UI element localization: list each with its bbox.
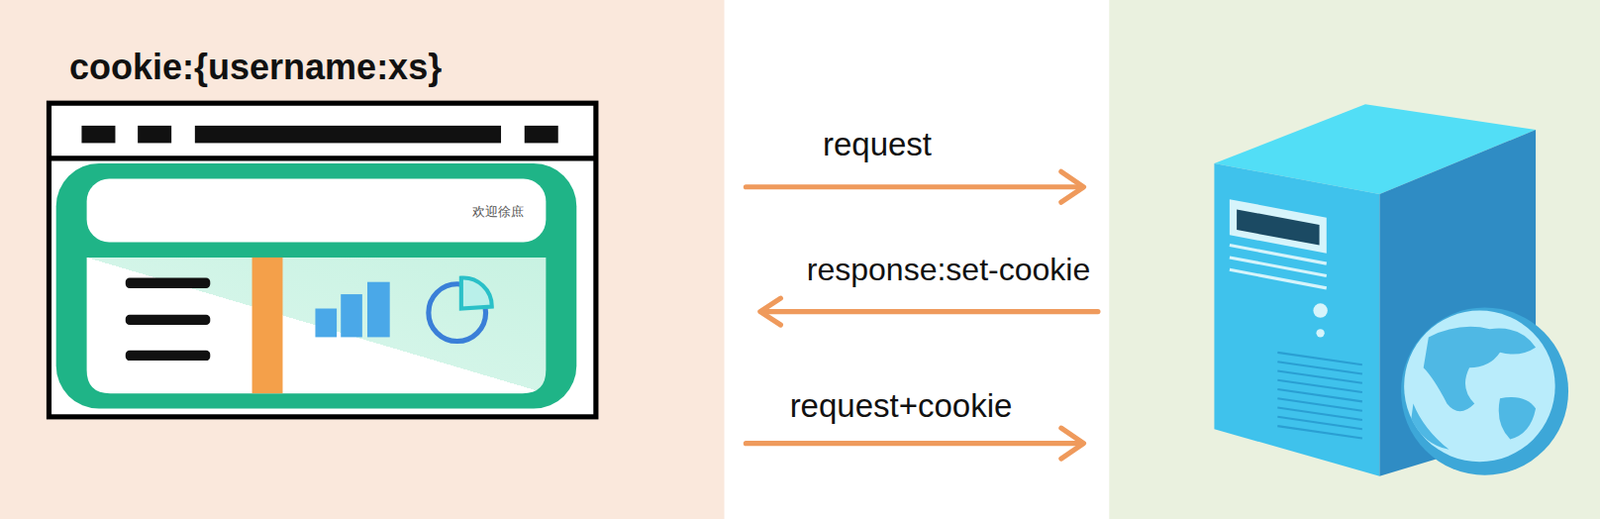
server-icon: [1213, 103, 1569, 476]
server-panel: [1108, 0, 1600, 519]
arrow-label: request: [822, 124, 932, 165]
client-panel: [0, 0, 725, 519]
vent-line: [1277, 425, 1363, 438]
arrow: [745, 171, 1099, 459]
welcome-text: 欢迎徐庶: [472, 203, 524, 220]
cookie-heading: cookie:{username:xs}: [69, 45, 442, 89]
arrow-label: request+cookie: [790, 386, 1013, 426]
middle-panel: [724, 0, 1110, 519]
browser-window: [48, 102, 596, 417]
browser-node: cookie:{username:xs} 欢迎徐庶: [48, 39, 600, 418]
arrow-label: response:set-cookie: [806, 250, 1091, 289]
